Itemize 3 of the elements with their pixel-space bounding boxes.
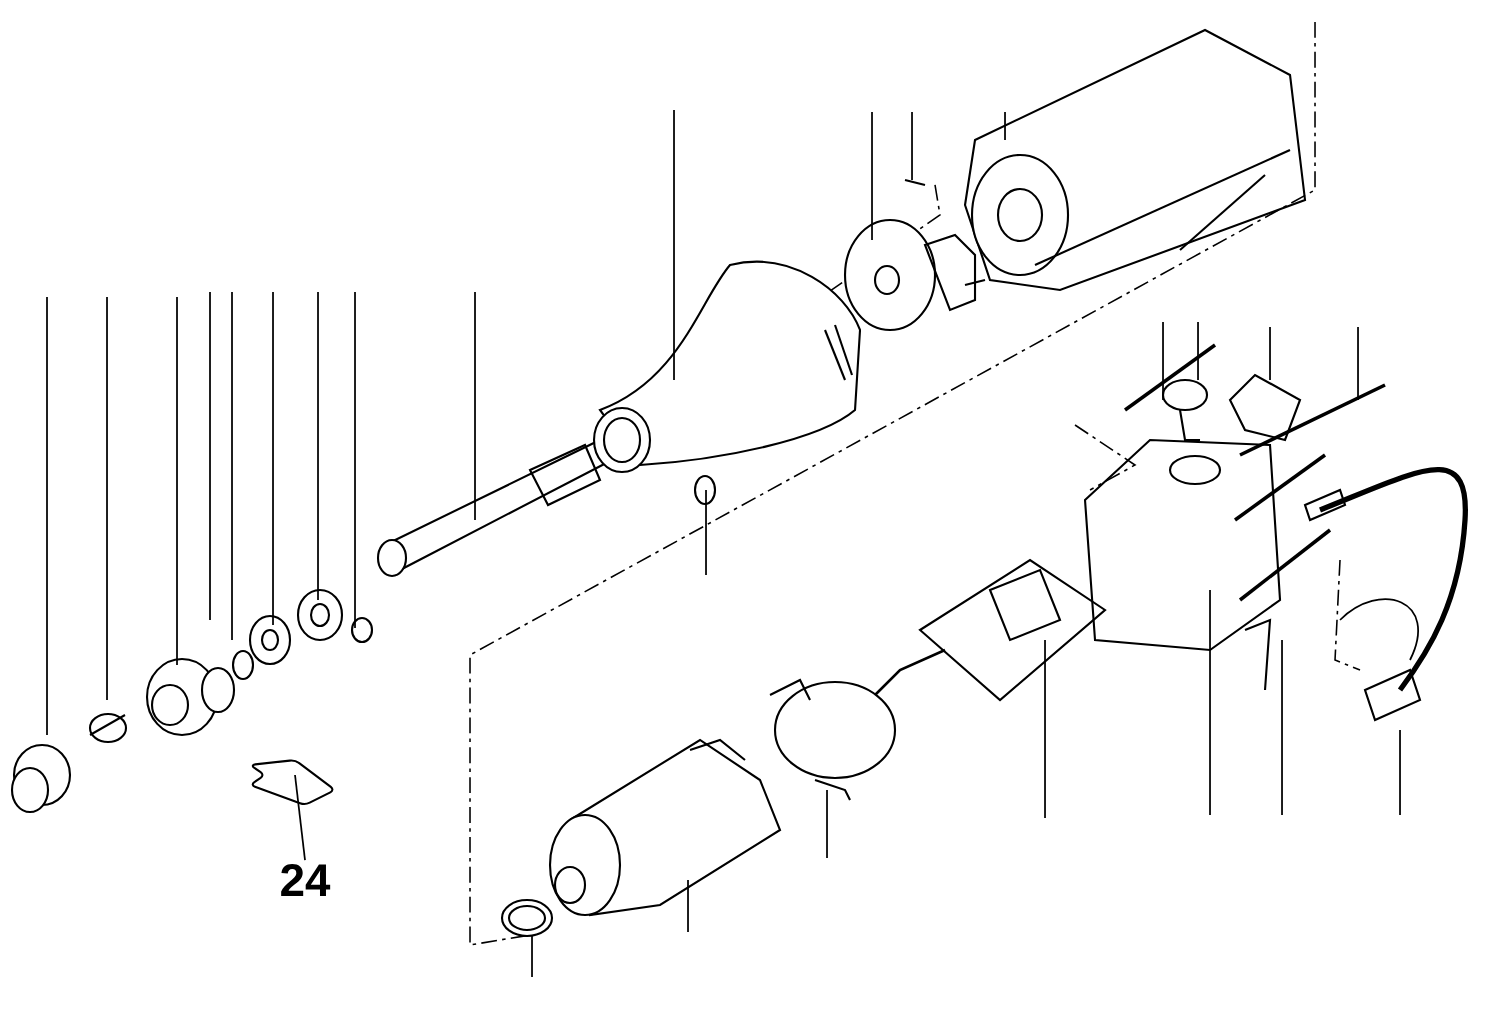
callout-number: 24: [281, 864, 331, 896]
clip-part: [251, 759, 334, 805]
leader-line: [294, 774, 306, 862]
